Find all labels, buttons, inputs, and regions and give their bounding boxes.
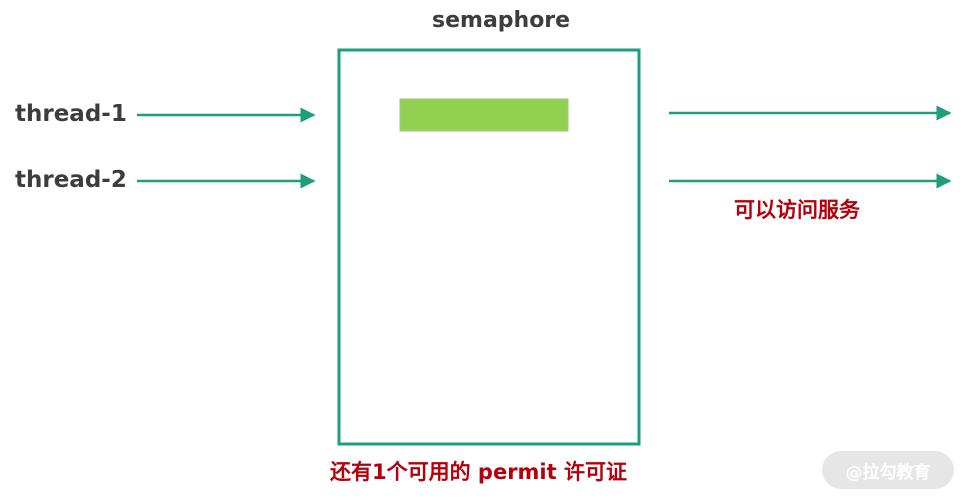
- thread-1-label: thread-1: [15, 101, 127, 127]
- watermark-text: @拉勾教育: [845, 462, 931, 483]
- semaphore-title: semaphore: [432, 8, 571, 33]
- permit-status-annotation: 还有1个可用的 permit 许可证: [330, 460, 627, 484]
- permit-bar: [399, 98, 569, 132]
- watermark-badge: @拉勾教育: [822, 451, 954, 489]
- semaphore-box: [337, 48, 641, 446]
- thread-2-label: thread-2: [15, 167, 127, 193]
- service-access-annotation: 可以访问服务: [734, 198, 860, 222]
